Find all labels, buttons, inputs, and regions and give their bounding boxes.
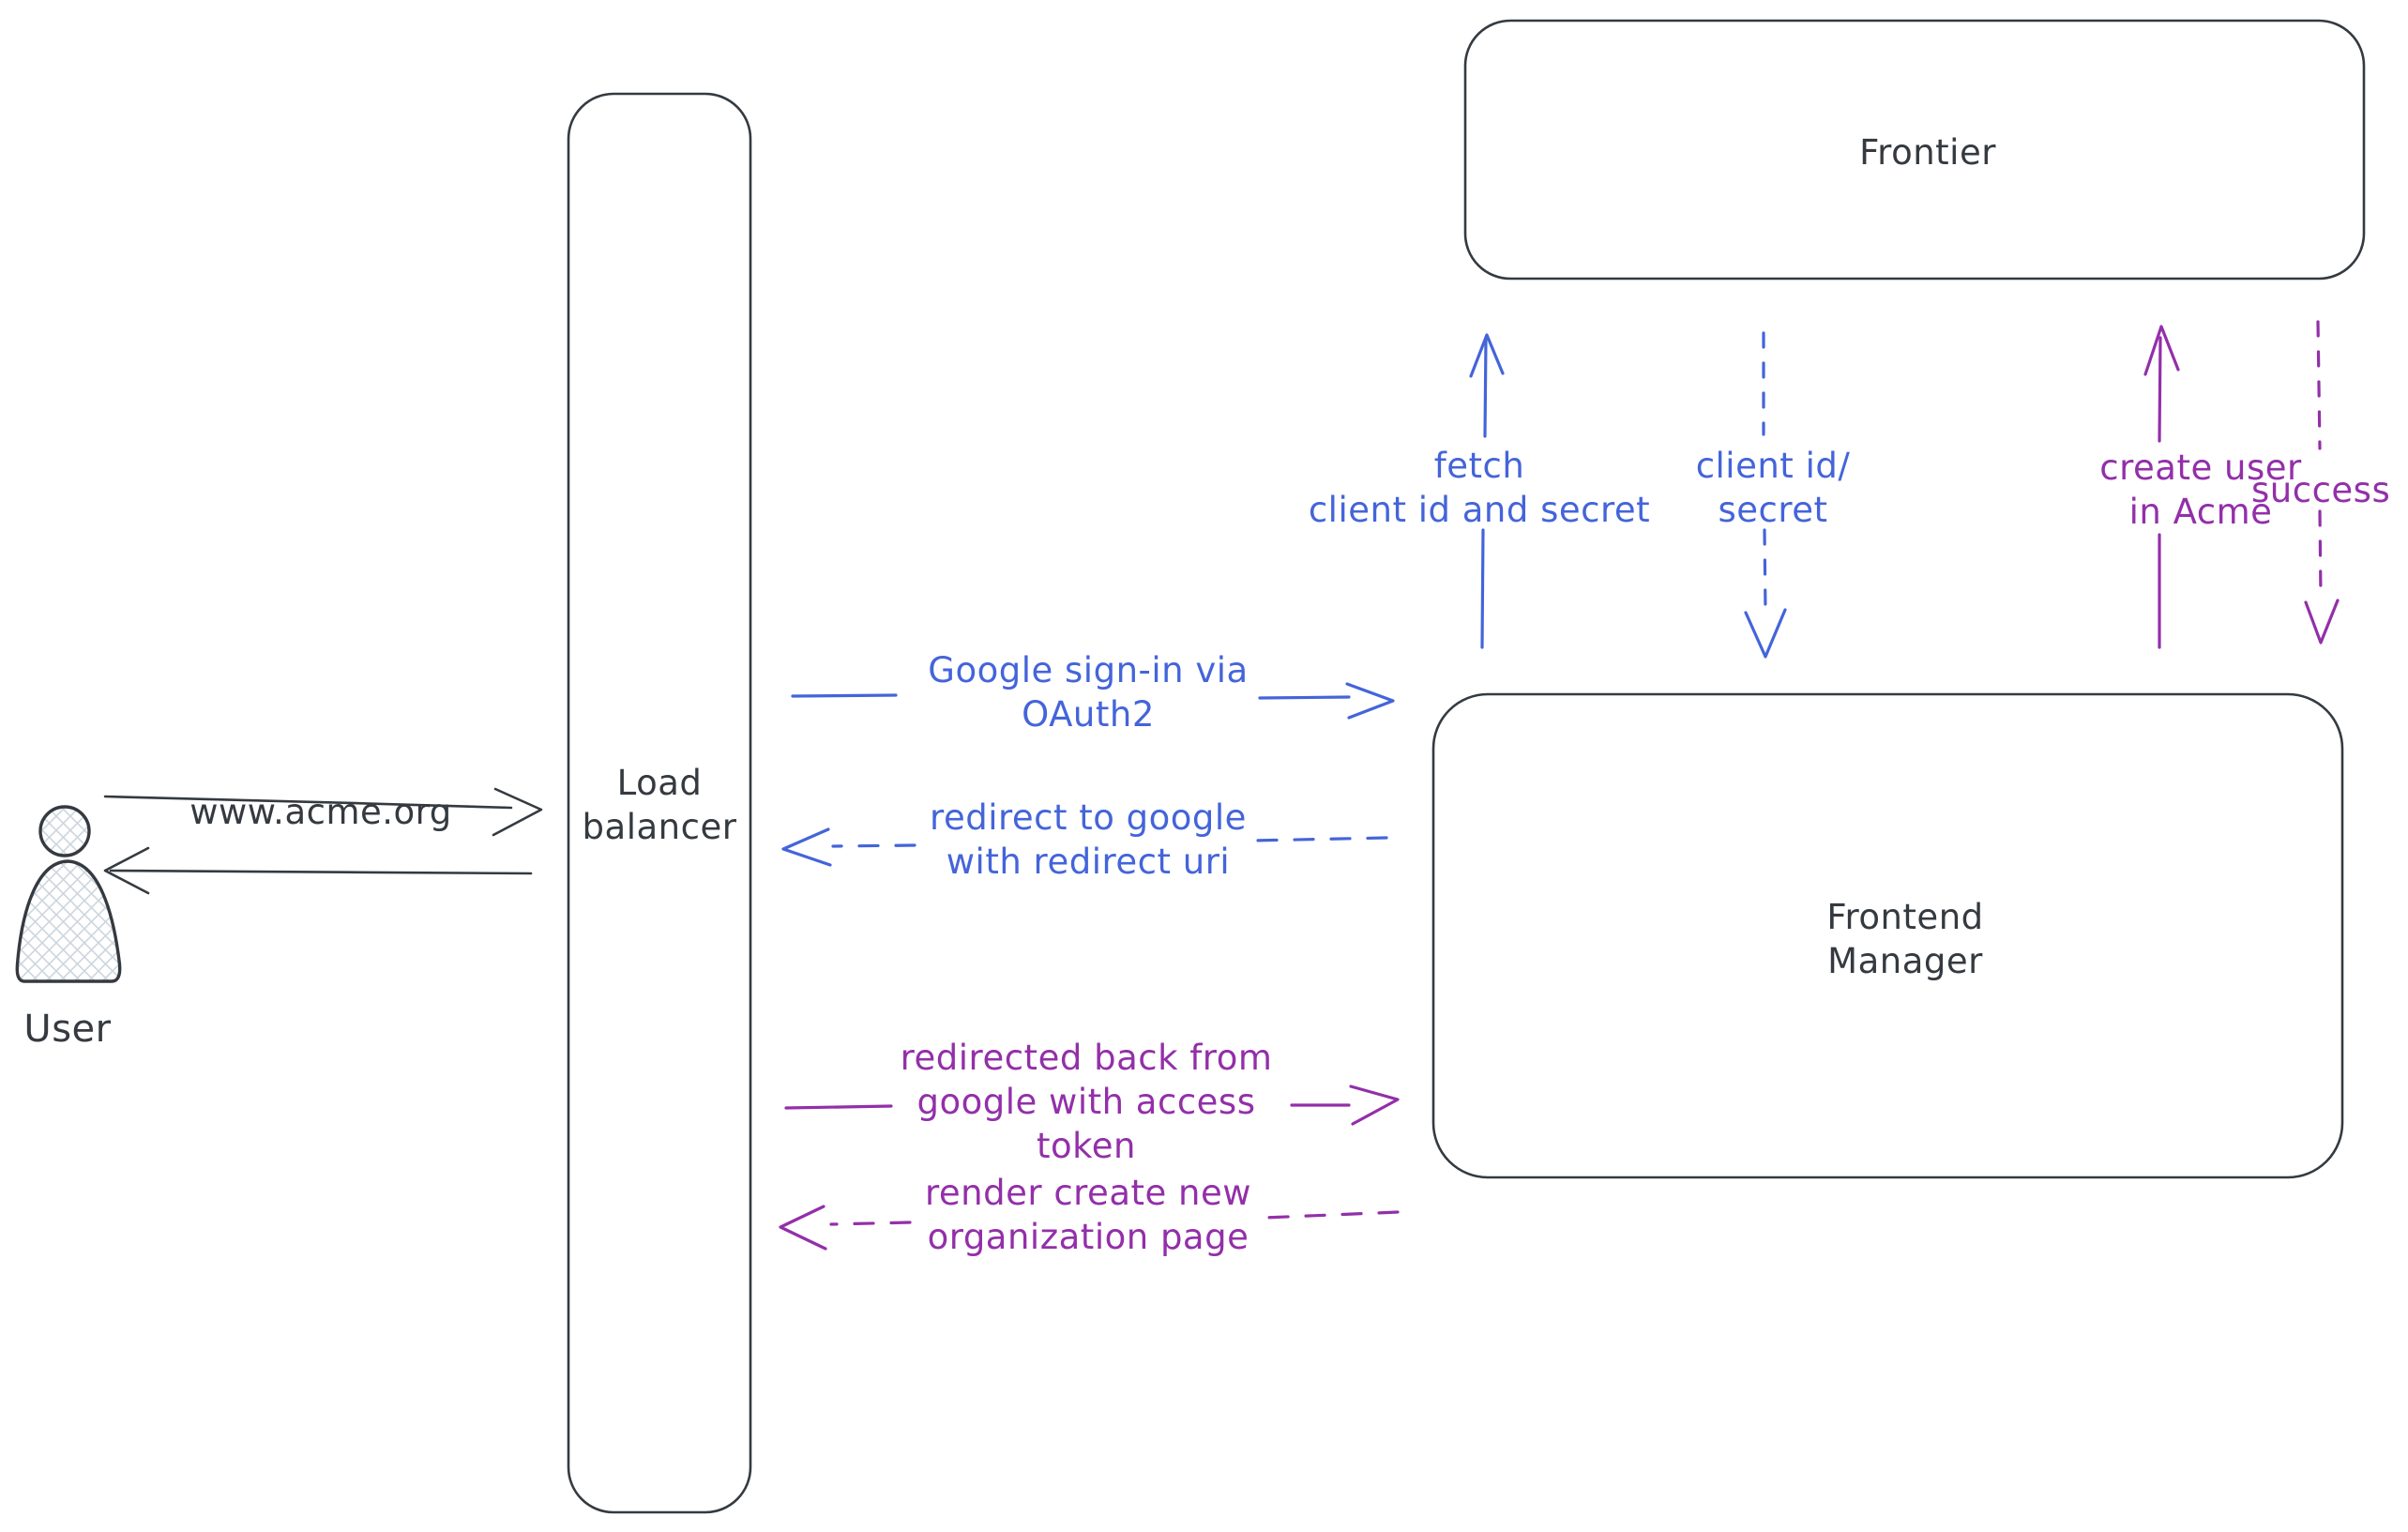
load-balancer-label: Load balancer: [582, 763, 737, 847]
arrow-redirect-google: [781, 827, 1388, 867]
create-user-arrow-label: create user in Acme: [2099, 447, 2302, 532]
google-signin-arrow-label: Google sign-in via OAuth2: [928, 650, 1249, 735]
arrow-client-id-secret: [1744, 331, 1787, 659]
arrow-redirected-back: [784, 1085, 1400, 1126]
render-create-arrow-label: render create new organization page: [924, 1173, 1252, 1257]
www-acme-arrow-label: www.acme.org: [189, 792, 452, 832]
client-id-secret-arrow-label: client id/ secret: [1695, 446, 1851, 530]
redirect-google-arrow-label: redirect to google with redirect uri: [930, 797, 1247, 882]
arrow-create-user: [2143, 325, 2180, 649]
user-icon: [15, 805, 122, 983]
load-balancer-box: [567, 92, 752, 1514]
arrow-google-signin: [791, 682, 1395, 720]
arrow-fetch-client: [1469, 333, 1505, 649]
arrow-lb-return: [103, 846, 533, 895]
frontend-manager-box: [1431, 692, 2344, 1179]
redirected-back-arrow-label: redirected back from google with access …: [900, 1038, 1273, 1166]
arrow-www-acme: [103, 787, 543, 837]
fetch-client-arrow-label: fetch client id and secret: [1308, 446, 1651, 530]
success-arrow-label: success: [2251, 470, 2391, 510]
arrow-render-create: [779, 1205, 1400, 1251]
frontier-box: [1463, 19, 2366, 281]
frontier-label: Frontier: [1859, 132, 1996, 173]
user-label: User: [23, 1008, 112, 1051]
frontend-manager-label: Frontend Manager: [1826, 897, 1984, 981]
arrow-success: [2304, 320, 2340, 645]
